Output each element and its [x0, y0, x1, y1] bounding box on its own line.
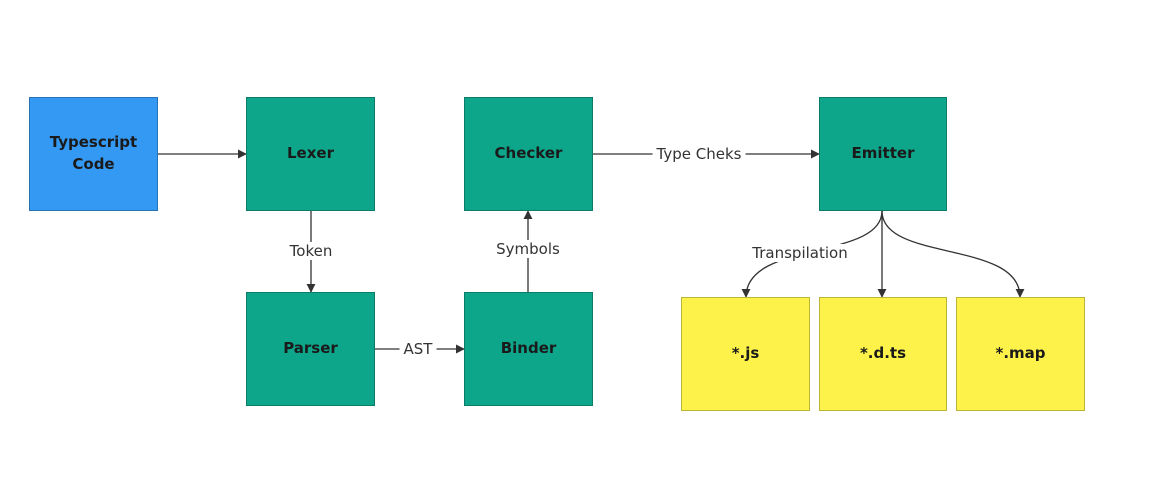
node-typescript-code: Typescript Code	[29, 97, 158, 211]
node-js-output: *.js	[681, 297, 810, 411]
edge-label-symbols: Symbols	[492, 240, 564, 258]
node-checker: Checker	[464, 97, 593, 211]
node-parser: Parser	[246, 292, 375, 406]
node-lexer: Lexer	[246, 97, 375, 211]
node-dts-output: *.d.ts	[819, 297, 947, 411]
edge-label-transpilation: Transpilation	[748, 244, 852, 262]
node-map-output: *.map	[956, 297, 1085, 411]
node-emitter: Emitter	[819, 97, 947, 211]
edge-label-type-checks: Type Cheks	[652, 145, 746, 163]
node-binder: Binder	[464, 292, 593, 406]
edge-label-token: Token	[285, 242, 337, 260]
edge-label-ast: AST	[399, 340, 437, 358]
edge-emitter-to-map	[881, 210, 1025, 298]
